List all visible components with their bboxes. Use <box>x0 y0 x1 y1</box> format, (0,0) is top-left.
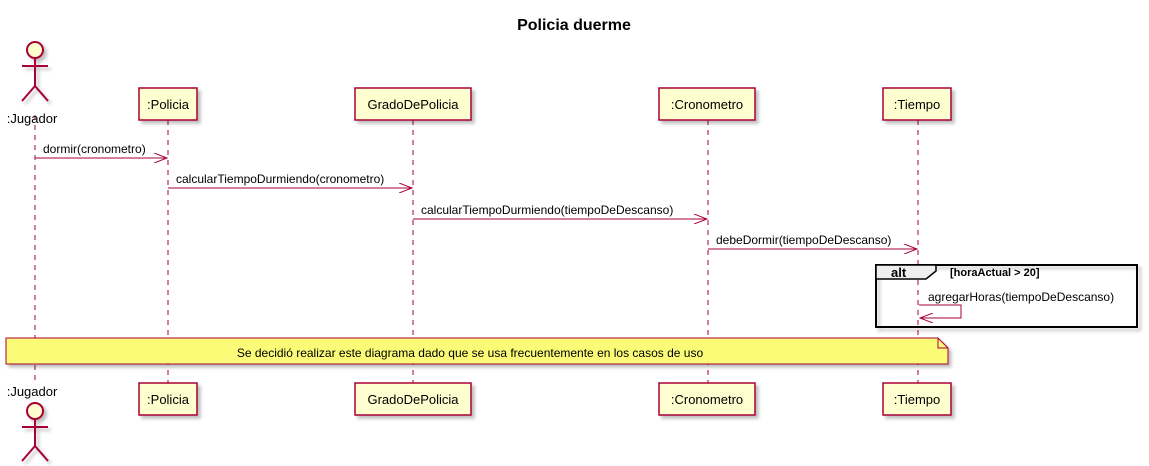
participants-bottom: :Policia GradoDePolicia :Cronometro :Tie… <box>138 382 952 416</box>
participant-label: :Tiempo <box>894 97 940 112</box>
message-label: dormir(cronometro) <box>43 142 146 156</box>
diagram-title: Policia duerme <box>517 17 631 34</box>
participant-grado-top: GradoDePolicia <box>354 87 472 121</box>
participant-policia-bottom: :Policia <box>138 382 198 416</box>
message-5: agregarHoras(tiempoDeDescanso) <box>919 290 1114 318</box>
message-label: calcularTiempoDurmiendo(cronometro) <box>176 172 384 186</box>
message-label: agregarHoras(tiempoDeDescanso) <box>928 290 1114 304</box>
actor-label-top: :Jugador <box>7 111 58 126</box>
message-label: calcularTiempoDurmiendo(tiempoDeDescanso… <box>421 203 673 217</box>
participant-tiempo-top: :Tiempo <box>882 87 952 121</box>
actor-head <box>26 41 44 59</box>
note-text: Se decidió realizar este diagrama dado q… <box>237 346 704 360</box>
participant-label: :Cronometro <box>671 392 743 407</box>
alt-fragment: alt [horaActual > 20] agregarHoras(tiemp… <box>875 264 1138 328</box>
participant-label: :Policia <box>147 392 190 407</box>
message-1: dormir(cronometro) <box>35 142 167 158</box>
participant-label: GradoDePolicia <box>367 392 459 407</box>
participant-label: GradoDePolicia <box>367 97 459 112</box>
actor-jugador-bottom <box>21 402 49 462</box>
message-4: debeDormir(tiempoDeDescanso) <box>708 233 917 249</box>
note: Se decidió realizar este diagrama dado q… <box>5 337 949 365</box>
participant-tiempo-bottom: :Tiempo <box>882 382 952 416</box>
alt-tab <box>875 264 937 280</box>
message-3: calcularTiempoDurmiendo(tiempoDeDescanso… <box>413 203 707 219</box>
participant-label: :Cronometro <box>671 97 743 112</box>
participant-cronometro-top: :Cronometro <box>658 87 756 121</box>
participant-label: :Policia <box>147 97 190 112</box>
actor-head <box>26 402 44 420</box>
participants-top: :Policia GradoDePolicia :Cronometro :Tie… <box>138 87 952 121</box>
participant-label: :Tiempo <box>894 392 940 407</box>
message-label: debeDormir(tiempoDeDescanso) <box>716 233 891 247</box>
actor-jugador-top <box>21 41 49 102</box>
messages: dormir(cronometro) calcularTiempoDurmien… <box>35 142 917 249</box>
participant-cronometro-bottom: :Cronometro <box>658 382 756 416</box>
alt-guard: [horaActual > 20] <box>950 267 1040 279</box>
actor-label-bottom: :Jugador <box>7 384 58 399</box>
alt-tag: alt <box>891 265 907 280</box>
participant-policia-top: :Policia <box>138 87 198 121</box>
participant-grado-bottom: GradoDePolicia <box>354 382 472 416</box>
message-2: calcularTiempoDurmiendo(cronometro) <box>168 172 412 188</box>
